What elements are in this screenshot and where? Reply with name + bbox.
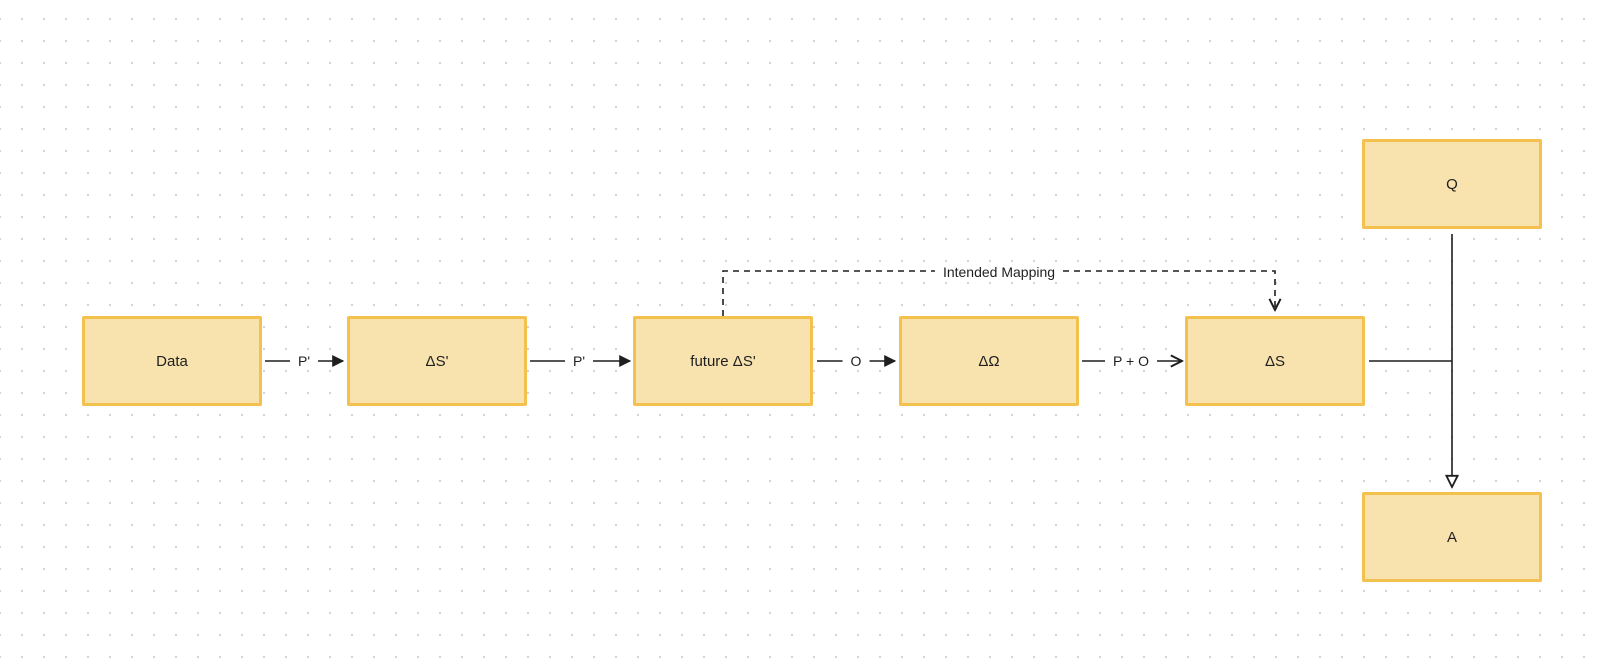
node-a-label: A	[1446, 528, 1457, 546]
node-future-delta-s-prime[interactable]: future ΔS'	[633, 316, 813, 406]
edge-label-data-to-ds-prime: P'	[289, 352, 319, 370]
edge-label-intended-mapping: Intended Mapping	[934, 263, 1064, 281]
node-delta-s[interactable]: ΔS	[1185, 316, 1365, 406]
edge-label-ds-prime-to-future: P'	[564, 352, 594, 370]
node-future-delta-s-prime-label: future ΔS'	[690, 352, 756, 370]
node-data-label: Data	[156, 352, 188, 370]
node-delta-omega[interactable]: ΔΩ	[899, 316, 1079, 406]
node-q-label: Q	[1446, 175, 1458, 193]
node-data[interactable]: Data	[82, 316, 262, 406]
node-delta-s-label: ΔS	[1264, 352, 1286, 370]
edge-label-future-to-delta-omega: O	[842, 352, 870, 370]
node-q[interactable]: Q	[1362, 139, 1542, 229]
node-delta-s-prime-label: ΔS'	[425, 352, 449, 370]
node-delta-s-prime[interactable]: ΔS'	[347, 316, 527, 406]
node-delta-omega-label: ΔΩ	[978, 352, 1000, 370]
node-a[interactable]: A	[1362, 492, 1542, 582]
edge-label-delta-omega-to-delta-s: P + O	[1105, 352, 1157, 370]
